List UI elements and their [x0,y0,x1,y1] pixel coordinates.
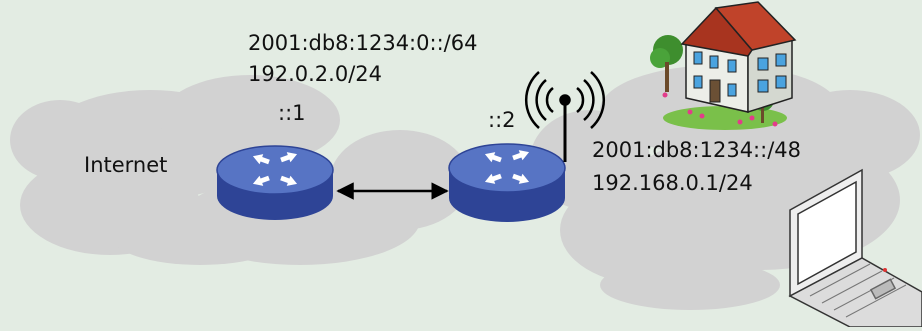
internet-label: Internet [84,153,168,177]
wifi-antenna-icon [525,71,605,162]
house-icon [650,1,797,130]
router-isp-suffix: ::1 [278,101,306,125]
router-isp-icon [216,145,334,220]
router-home-icon [448,143,566,222]
upstream-ipv6-prefix: 2001:db8:1234:0::/64 [248,31,478,55]
router-home-suffix: ::2 [488,108,516,132]
laptop-icon [788,168,922,328]
home-ipv4-address: 192.168.0.1/24 [592,171,753,195]
upstream-ipv4-prefix: 192.0.2.0/24 [248,62,382,86]
home-ipv6-prefix: 2001:db8:1234::/48 [592,138,802,162]
